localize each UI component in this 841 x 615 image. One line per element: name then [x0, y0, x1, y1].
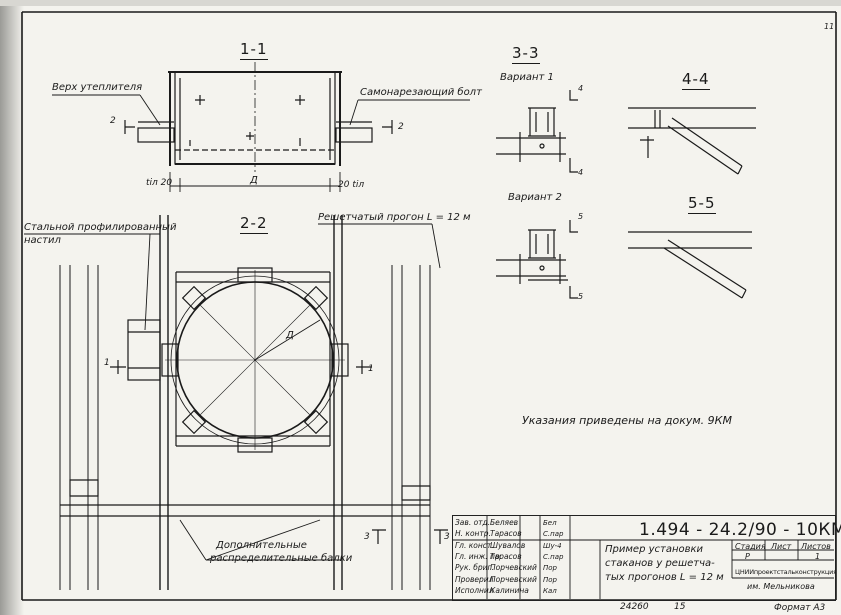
- section-2-2-drawing: [24, 215, 448, 590]
- cut-mark-1-left: 1: [104, 358, 110, 368]
- signature-mark: Бел: [543, 519, 557, 527]
- document-designation: 1.494 - 24.2/90 - 10КМ: [639, 520, 841, 540]
- section-3-3-drawing: [496, 90, 578, 299]
- self-tapping-bolt-label: Самонарезающий болт: [360, 87, 482, 98]
- signature-name: Беляев: [490, 518, 519, 527]
- stage-header: Стадия: [735, 542, 766, 551]
- cut-mark-4-bottom: 4: [578, 168, 584, 177]
- signature-mark: С.пар: [543, 552, 564, 561]
- note-text: Указания приведены на докум. 9КМ: [522, 414, 732, 427]
- cut-mark-3-left: 3: [364, 532, 370, 542]
- section-title-5-5: 5-5: [688, 194, 716, 214]
- org-name-line-1: ЦНИИпроектстальконструкция: [735, 568, 837, 576]
- signature-role: Н. контр.: [455, 529, 491, 539]
- section-1-1-drawing: [52, 62, 470, 192]
- title-block: 1.494 - 24.2/90 - 10КМ Пример установки …: [452, 515, 841, 601]
- signature-row: Гл. конст.Шувалов Шу-4: [453, 541, 571, 552]
- section-title-2-2: 2-2: [240, 214, 268, 234]
- signature-row: Зав. отд.Беляев Бел: [453, 518, 571, 529]
- circle-diameter-label: Д: [286, 330, 294, 341]
- title-line-3: тых прогонов L = 12 м: [605, 572, 724, 583]
- signature-row: Н. контр.Тарасов С.пар: [453, 529, 571, 540]
- stage-value: Р: [745, 552, 750, 561]
- sheet-header: Лист: [771, 542, 792, 551]
- signature-row: Рук. бриг.Порчевский Пор: [453, 563, 571, 574]
- cut-mark-5-bottom: 5: [578, 292, 584, 301]
- footer-format: Формат А3: [774, 603, 826, 613]
- signature-name: Тарасов: [490, 551, 522, 561]
- section-5-5-drawing: [628, 231, 752, 299]
- cut-mark-3-right: 3: [444, 532, 450, 542]
- sheets-value: 1: [815, 552, 821, 561]
- section-4-4-drawing: [628, 107, 756, 175]
- section-title-3-3: 3-3: [512, 44, 540, 64]
- signature-name: Порчевский: [490, 574, 537, 584]
- signature-mark: Кал: [543, 586, 557, 595]
- insulation-top-label: Верх утеплителя: [52, 82, 143, 93]
- section-title-4-4: 4-4: [682, 70, 710, 90]
- cut-mark-4-top: 4: [578, 84, 584, 93]
- title-block-grid: [452, 515, 834, 599]
- signature-mark: С.пар: [543, 530, 564, 539]
- signature-role: Гл. инж. пр.: [455, 551, 503, 561]
- signature-name: Шувалов: [490, 540, 526, 550]
- cut-mark-2-right: 2: [398, 122, 404, 132]
- variant-1-label: Вариант 1: [500, 72, 554, 83]
- footer-page: 15: [674, 602, 686, 612]
- extra-beams-label-line1: Дополнительные: [216, 540, 307, 551]
- title-line-1: Пример установки: [605, 544, 704, 555]
- signature-role: Исполнил: [455, 585, 494, 595]
- extra-beams-label-line2: распределительные балки: [210, 553, 353, 564]
- signature-name: Тарасов: [490, 529, 522, 539]
- cut-mark-5-top: 5: [578, 212, 584, 221]
- sheets-header: Листов: [801, 542, 831, 551]
- signature-role: Гл. конст.: [455, 540, 494, 550]
- signature-mark: Пор: [543, 575, 557, 584]
- lattice-purlin-label: Решетчатый прогон L = 12 м: [318, 212, 471, 223]
- cut-mark-1-right: 1: [368, 364, 374, 374]
- signature-role: Рук. бриг.: [455, 563, 494, 573]
- scan-shadow: [0, 0, 24, 615]
- signature-name: Калинина: [490, 585, 529, 595]
- signature-role: Зав. отд.: [455, 518, 491, 527]
- section-title-1-1: 1-1: [240, 40, 268, 60]
- signature-name: Порчевский: [490, 563, 537, 573]
- corner-mark: 11: [824, 22, 835, 31]
- signature-mark: Шу-4: [543, 541, 562, 550]
- footer-number: 24260: [620, 602, 649, 612]
- signature-row: Гл. инж. пр.Тарасов С.пар: [453, 552, 571, 563]
- signature-mark: Пор: [543, 564, 557, 573]
- title-line-2: стаканов у решетча-: [605, 558, 715, 569]
- variant-2-label: Вариант 2: [508, 192, 562, 203]
- cut-mark-2-left: 2: [110, 116, 116, 126]
- profiled-deck-label-line2: настил: [24, 235, 61, 246]
- dim-d-label: Д: [250, 175, 258, 186]
- dim-left-label: tiл 20: [146, 178, 173, 188]
- dim-right-label: 20 tiл: [338, 180, 365, 190]
- org-name-line-2: им. Мельникова: [747, 582, 815, 591]
- profiled-deck-label-line1: Стальной профилированный: [24, 222, 177, 233]
- signature-role: Проверил: [455, 574, 494, 584]
